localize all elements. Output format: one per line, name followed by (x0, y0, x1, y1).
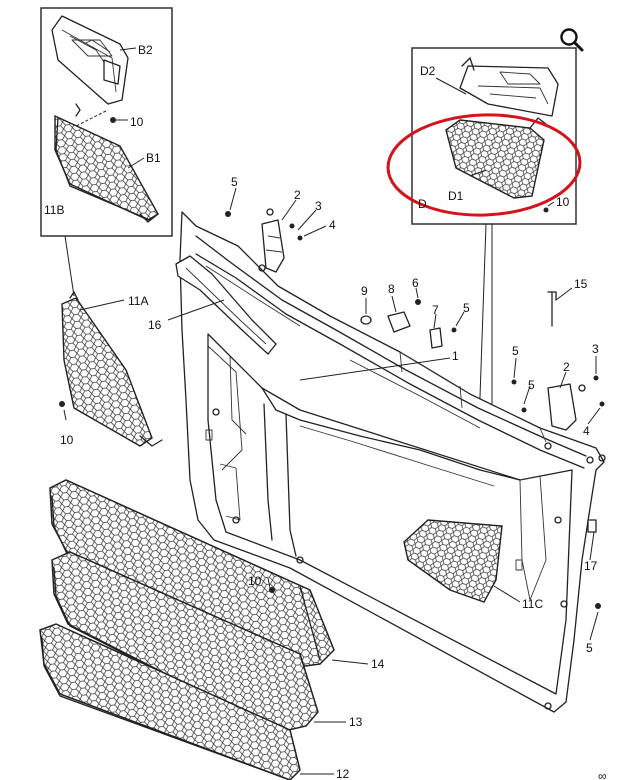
bolt-10-inset (110, 117, 116, 123)
callout-labels: B2 10 B1 11B D2 D1 D 10 5 2 3 4 11A 16 1… (44, 43, 607, 780)
part-1-frame (179, 211, 606, 713)
label-10-inset-d: 10 (556, 195, 570, 209)
label-10-left: 10 (60, 433, 74, 447)
label-4a: 4 (329, 218, 336, 232)
label-5b: 5 (463, 301, 470, 315)
part-d2-housing (459, 57, 559, 117)
label-5d: 5 (528, 378, 535, 392)
label-6: 6 (412, 276, 419, 290)
part-11a-mesh (61, 291, 163, 447)
label-2a: 2 (294, 188, 301, 202)
label-5a: 5 (231, 175, 238, 189)
label-11b: 11B (44, 203, 64, 217)
hardware (59, 208, 605, 609)
label-corner: ∞ (598, 769, 607, 780)
label-3a: 3 (315, 199, 322, 213)
label-1: 1 (452, 349, 459, 363)
label-5e: 5 (586, 641, 593, 655)
label-10-mid: 10 (248, 574, 262, 588)
label-3b: 3 (592, 342, 599, 356)
label-d1: D1 (448, 189, 464, 203)
label-11c: 11C (522, 597, 543, 611)
label-10-inset-b: 10 (130, 115, 144, 129)
part-12-grille (39, 623, 301, 780)
label-13: 13 (349, 715, 363, 729)
part-b2-housing (51, 15, 129, 105)
magnifier-icon[interactable] (558, 26, 586, 54)
label-2b: 2 (563, 360, 570, 374)
label-11a: 11A (128, 294, 148, 308)
label-12: 12 (336, 767, 350, 780)
leader-lines (63, 187, 601, 775)
label-5c: 5 (512, 344, 519, 358)
part-16-bar (175, 255, 277, 355)
label-8: 8 (388, 282, 395, 296)
label-14: 14 (371, 657, 385, 671)
label-15: 15 (574, 277, 588, 291)
label-17: 17 (584, 559, 598, 573)
label-7: 7 (432, 303, 439, 317)
label-b2: B2 (138, 43, 153, 57)
label-b1: B1 (146, 151, 161, 165)
part-b1-mesh (54, 114, 159, 223)
part-d1-mesh (445, 117, 547, 199)
label-4b: 4 (583, 424, 590, 438)
label-9: 9 (361, 284, 368, 298)
inset-d (386, 47, 582, 225)
inset-11b (40, 7, 173, 237)
highlight-ellipse (386, 113, 582, 217)
label-d-cut: D (418, 197, 427, 211)
label-d2: D2 (420, 64, 436, 78)
label-16: 16 (148, 318, 162, 332)
part-11c-mesh (403, 519, 503, 603)
